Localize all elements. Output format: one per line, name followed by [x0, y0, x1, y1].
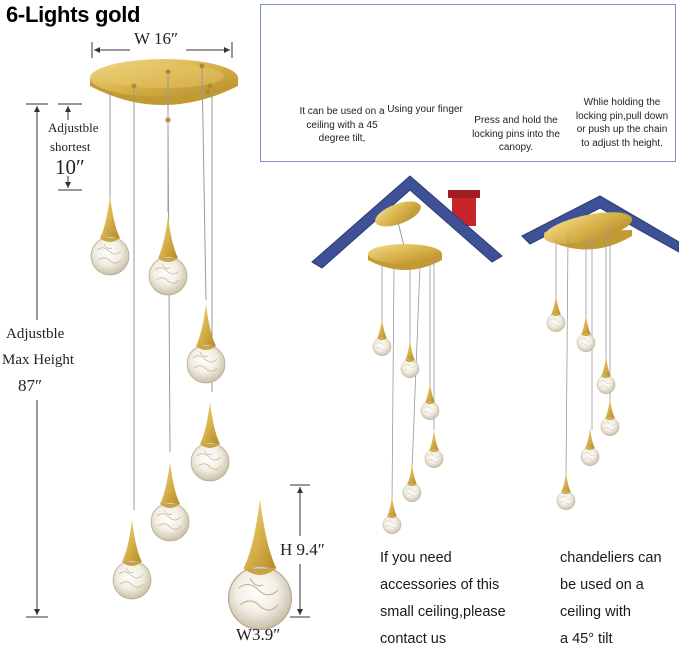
- accessories-note-line: accessories of this: [380, 577, 500, 593]
- shortest-value: 10″: [55, 155, 85, 179]
- max-height-value: 87″: [18, 376, 43, 395]
- tilt-note-line: ceiling with: [560, 604, 631, 620]
- instruction-step-3: Press and hold the locking pins into the…: [472, 115, 560, 153]
- sloped-ceiling-scene-left: [311, 175, 503, 535]
- sloped-ceiling-scene-right: [521, 195, 679, 511]
- product-title: 6-Lights gold: [6, 2, 141, 27]
- instruction-step-2: Using your finger: [387, 104, 463, 115]
- max-height-label-line2: Max Height: [2, 352, 75, 368]
- tilt-note-line: be used on a: [560, 577, 644, 593]
- accessories-note-line: If you need: [380, 550, 452, 566]
- adjustable-shortest-label-line1: Adjustble: [48, 120, 99, 135]
- canopy-width-label: W 16″: [134, 29, 179, 48]
- accessories-note-line: contact us: [380, 631, 447, 647]
- tilt-note-line: a 45° tilt: [560, 631, 613, 647]
- accessories-note: If you need accessories of this small ce…: [380, 545, 540, 653]
- pendant-width-label: W3.9″: [236, 625, 281, 644]
- installation-instructions-panel: [260, 4, 676, 162]
- instruction-step-4: Whlie holding the locking pin,pull down …: [575, 97, 669, 149]
- main-chandelier: [26, 42, 310, 631]
- max-height-label-line1: Adjustble: [6, 326, 65, 342]
- accessories-note-line: small ceiling,please: [380, 604, 506, 620]
- tilt-note-line: chandeliers can: [560, 550, 662, 566]
- instruction-step-1: It can be used on a ceiling with a 45 de…: [299, 106, 385, 144]
- pendant-height-label: H 9.4″: [280, 540, 325, 559]
- tilt-note: chandeliers can be used on a ceiling wit…: [560, 545, 678, 653]
- adjustable-shortest-label-line2: shortest: [50, 139, 91, 154]
